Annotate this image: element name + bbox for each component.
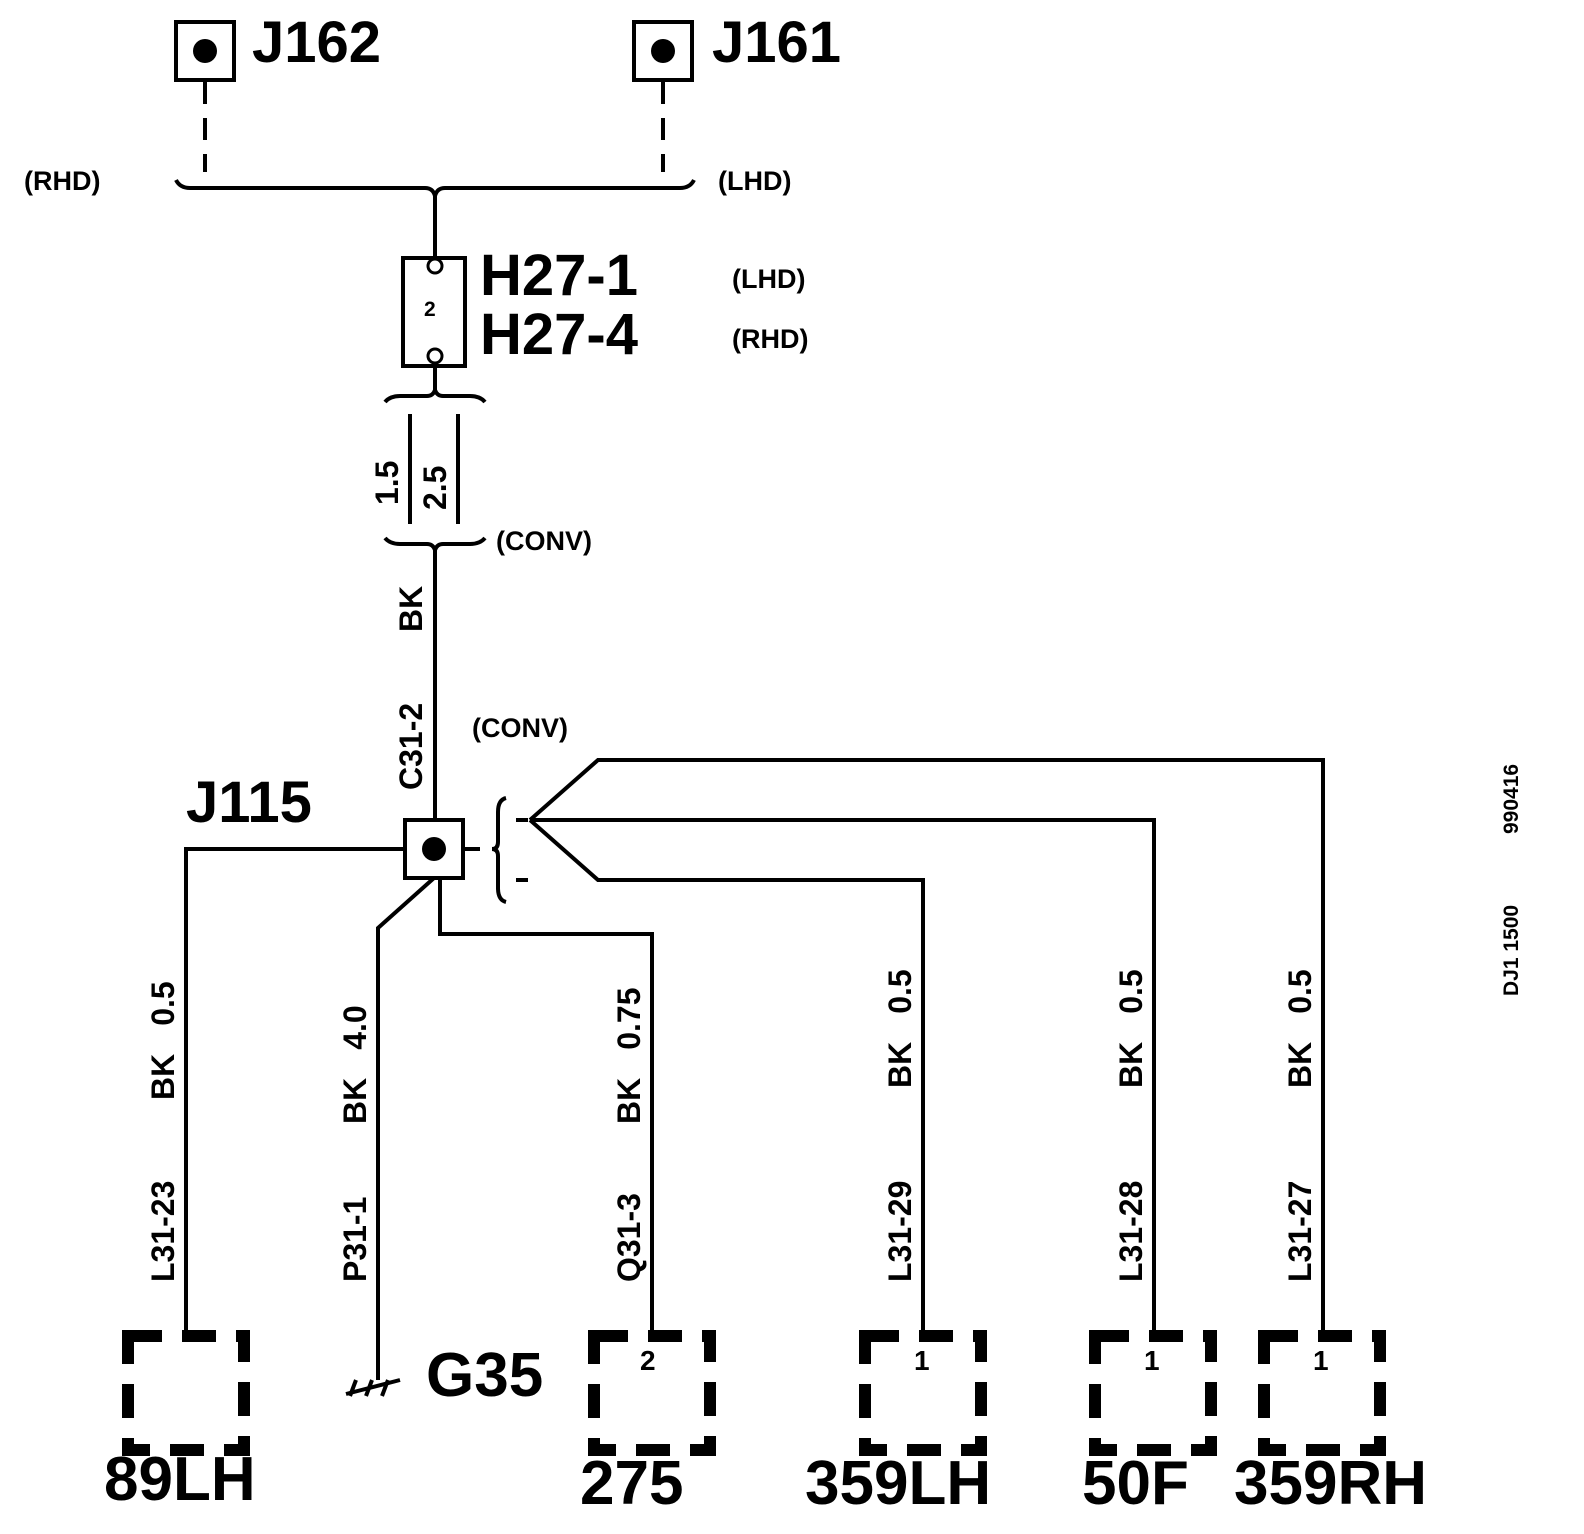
ground-icon [345,1378,401,1397]
component-359lh-pin: 1 [914,1345,930,1376]
component-50f-box [1089,1330,1217,1456]
ground-label: G35 [426,1341,543,1410]
drawing-ref-date: 990416 [1500,764,1523,834]
rhd-h27-label: (RHD) [732,324,808,354]
j115-label: J115 [186,770,312,835]
conv-upper-label: (CONV) [496,526,592,556]
wire-359lh-pin: L31-29 [882,1181,918,1282]
h27-upper-terminal [426,257,444,275]
wire-50f-pin: L31-28 [1113,1181,1149,1282]
j162-connector [174,20,236,82]
j161-node [651,39,675,63]
h27-pin-number: 2 [424,298,436,321]
wire-to-g35 [376,876,436,1380]
size-right: 2.5 [417,466,453,510]
wire-89lh-spec: BK0.5 [145,981,181,1100]
component-359lh-label: 359LH [805,1449,991,1518]
wire-to-275 [438,878,654,1335]
drawing-ref-code: DJ1 1500 [1500,905,1523,996]
conv-lower-label: (CONV) [472,713,568,743]
component-359rh-box [1258,1330,1386,1456]
wire-to-50f [530,818,1156,1335]
size-left: 1.5 [369,461,405,505]
j161-label: J161 [712,10,841,75]
component-275-label: 275 [580,1449,683,1518]
wire-89lh-pin: L31-23 [145,1181,181,1282]
conv-brace-right [491,796,507,904]
wire-50f-spec: BK0.5 [1113,969,1149,1088]
h27-1-label: H27-1 [480,243,638,308]
wire-275-pin: Q31-3 [611,1193,647,1282]
component-89lh-box [122,1330,250,1456]
wire-g35-pin: P31-1 [337,1197,373,1282]
component-275-pin: 2 [640,1345,656,1376]
wire-to-89lh [184,847,405,1335]
wire-g35-spec: BK4.0 [337,1005,373,1124]
trunk-wire-color: BK [393,586,429,632]
j115-node [422,837,446,861]
wire-to-359rh [528,758,1325,1335]
component-89lh-label: 89LH [104,1445,256,1514]
trunk-wire-pin: C31-2 [393,703,429,790]
variant-brace-top [174,179,696,197]
j162-label: J162 [252,10,381,75]
h27-4-label: H27-4 [480,302,638,367]
size-brace-top [383,383,487,404]
wire-275-spec: BK0.75 [611,988,647,1125]
lhd-top-label: (LHD) [718,166,791,196]
j162-node [193,39,217,63]
wire-359lh-spec: BK0.5 [882,969,918,1088]
j161-connector [632,20,694,82]
component-50f-pin: 1 [1144,1345,1160,1376]
component-359rh-label: 359RH [1234,1449,1427,1518]
component-275-box [588,1330,716,1456]
wire-359rh-spec: BK0.5 [1282,969,1318,1088]
rhd-top-label: (RHD) [24,166,100,196]
component-50f-label: 50F [1082,1449,1189,1518]
wire-359rh-pin: L31-27 [1282,1181,1318,1282]
size-brace-bottom [383,536,487,557]
wire-to-359lh [528,818,925,1335]
component-359lh-box [859,1330,987,1456]
component-359rh-pin: 1 [1313,1345,1329,1376]
h27-lower-terminal [426,347,444,365]
lhd-h27-label: (LHD) [732,264,805,294]
